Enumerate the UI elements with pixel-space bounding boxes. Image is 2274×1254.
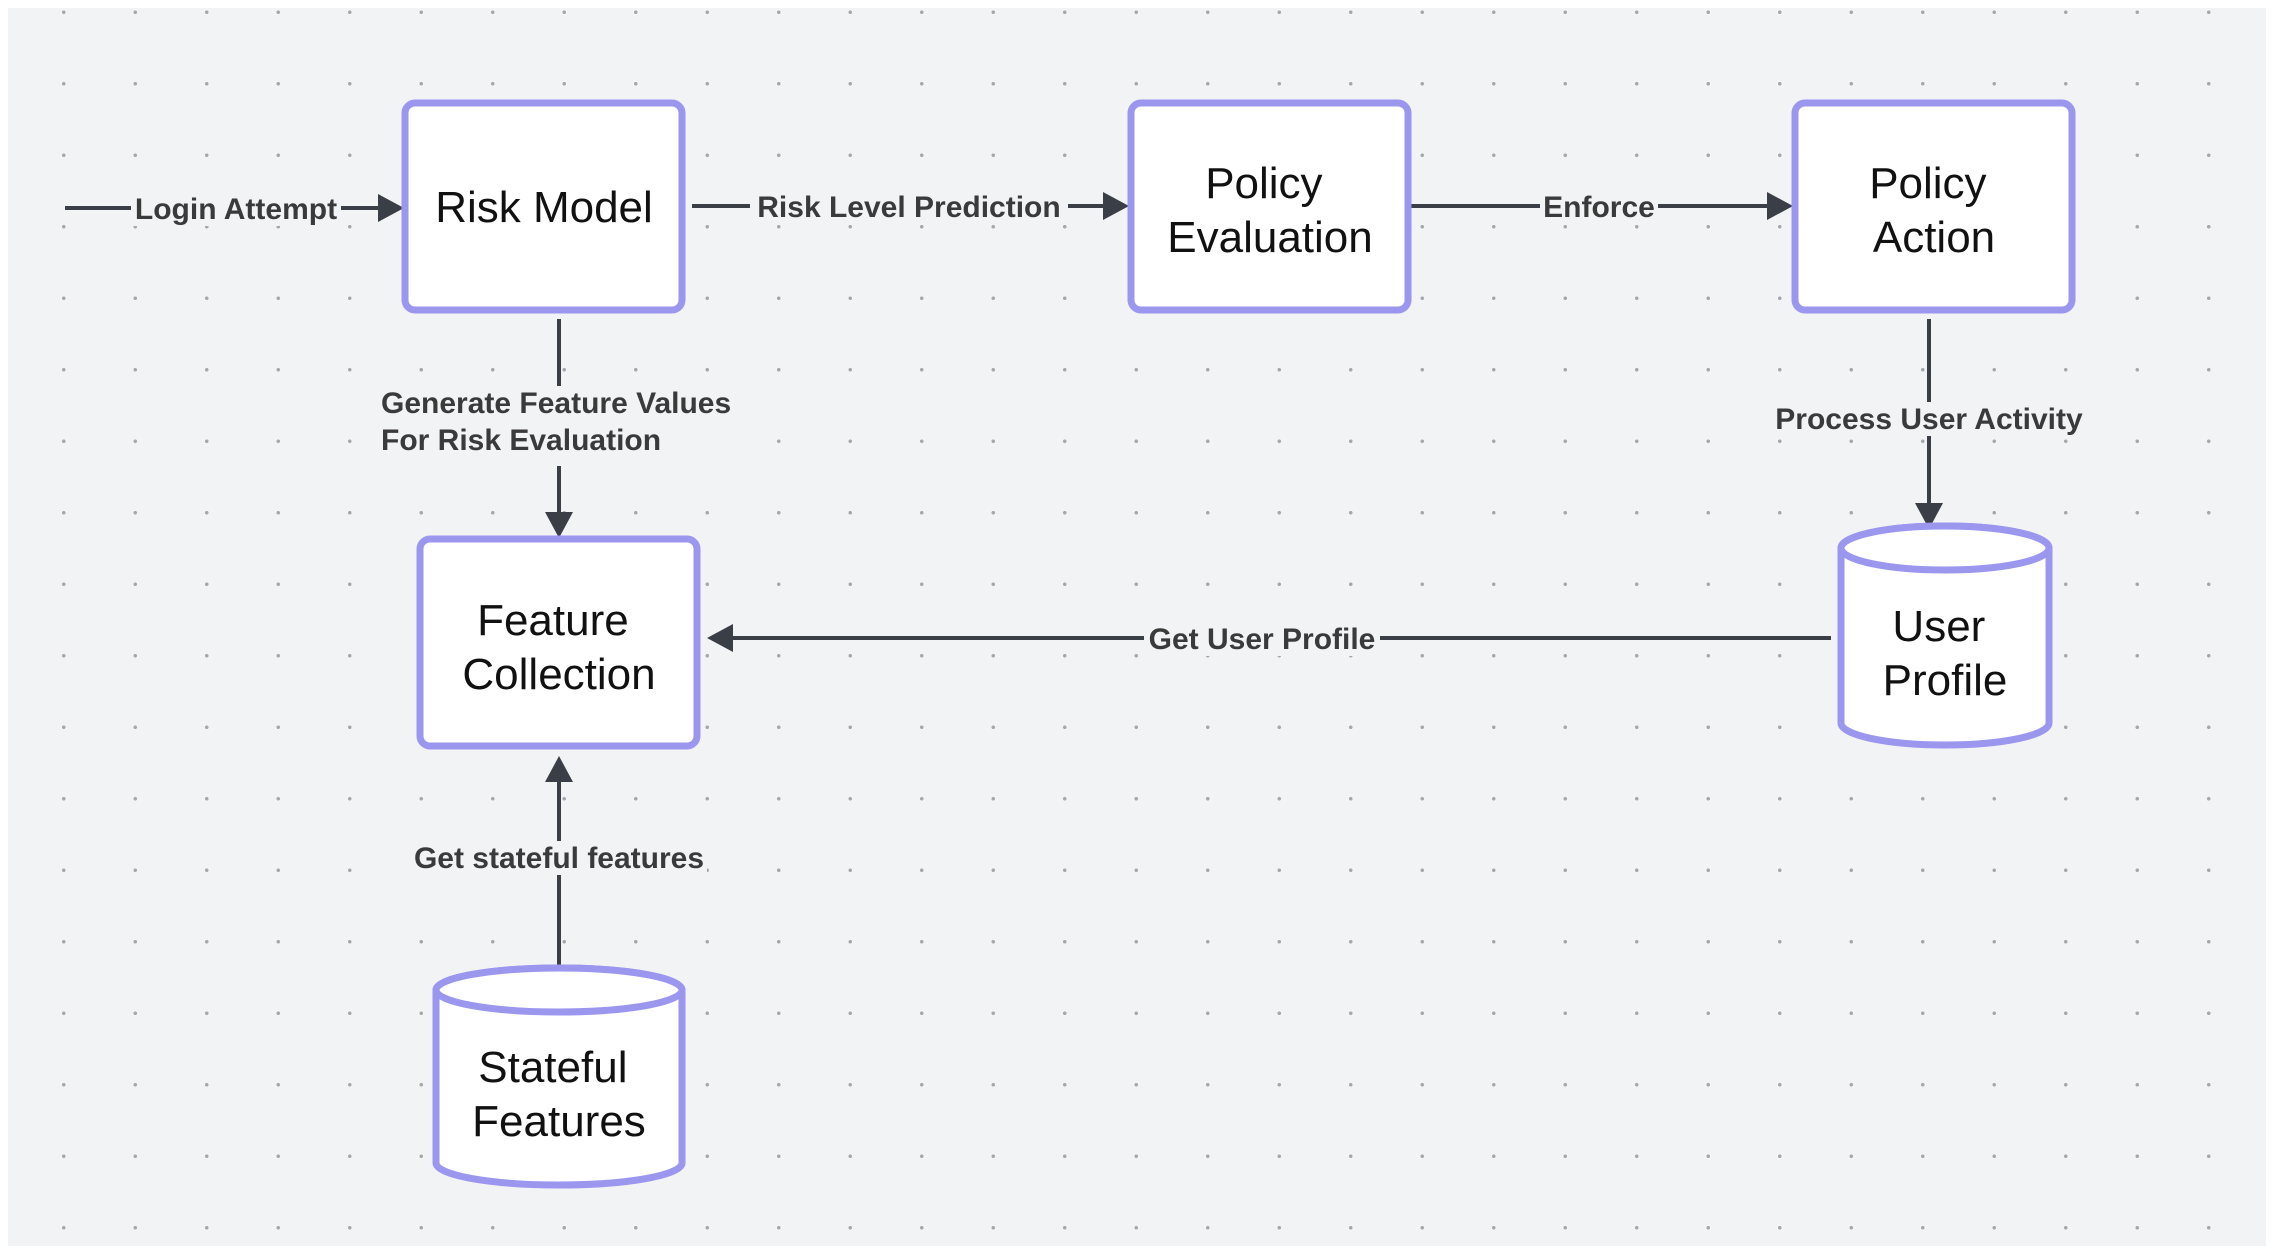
node-stateful-features[interactable]: Stateful Features [432,964,686,1189]
edge-generate-feature-values[interactable]: Generate Feature Values For Risk Evaluat… [378,319,758,538]
edge-label-get-stateful-features: Get stateful features [414,842,704,875]
edge-login-attempt[interactable]: Login Attempt [65,192,404,226]
node-policy-action[interactable]: Policy Action [1791,99,2076,314]
edge-label-enforce: Enforce [1543,191,1655,224]
node-label-feature-collection: Feature Collection [462,596,655,699]
node-label-stateful-features: Stateful Features [472,1043,646,1146]
edge-get-user-profile[interactable]: Get User Profile [707,622,1831,656]
edge-label-risk-level-prediction: Risk Level Prediction [757,191,1060,224]
node-user-profile[interactable]: User Profile [1837,522,2053,749]
edge-enforce[interactable]: Enforce [1408,190,1793,224]
edge-get-stateful-features[interactable]: Get stateful features [411,756,707,968]
edge-label-login-attempt: Login Attempt [135,193,337,226]
edge-label-process-user-activity: Process User Activity [1775,403,2083,436]
node-feature-collection[interactable]: Feature Collection [416,535,701,750]
edge-process-user-activity[interactable]: Process User Activity [1768,319,2088,529]
flow-diagram: Login Attempt Risk Level Prediction Enfo… [65,99,2088,1189]
edge-risk-level-prediction[interactable]: Risk Level Prediction [692,190,1129,224]
node-label-policy-action: Policy Action [1869,159,1999,262]
node-label-policy-evaluation: Policy Evaluation [1167,159,1372,262]
node-label-risk-model: Risk Model [435,183,653,232]
node-risk-model[interactable]: Risk Model [401,99,686,314]
edge-label-generate-feature-values: Generate Feature Values For Risk Evaluat… [381,387,740,457]
diagram-canvas: Login Attempt Risk Level Prediction Enfo… [8,8,2266,1246]
edge-label-get-user-profile: Get User Profile [1149,623,1376,656]
node-label-user-profile: User Profile [1883,602,2008,705]
node-policy-evaluation[interactable]: Policy Evaluation [1127,99,1412,314]
